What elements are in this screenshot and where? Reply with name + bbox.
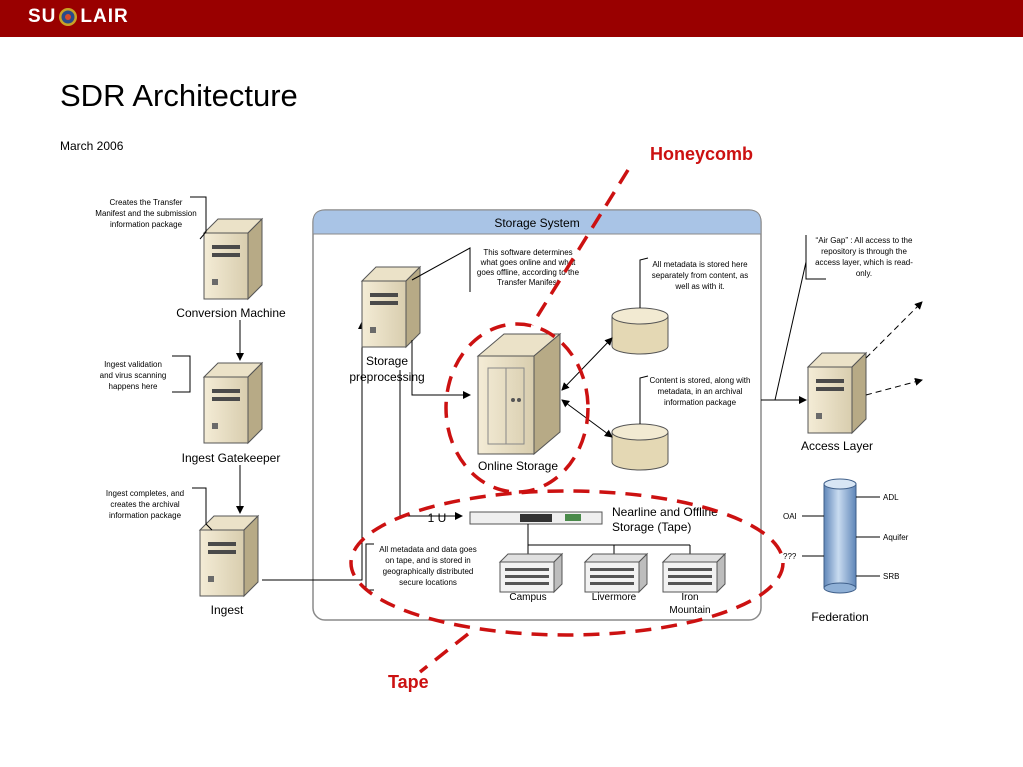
note-conversion-line-2: Manifest and the submission — [95, 209, 196, 218]
tape-pointer-line — [418, 632, 470, 674]
iron-mountain-label-2: Mountain — [669, 605, 710, 616]
livermore-rack-icon — [584, 553, 648, 593]
storage-preprocessing-label-2: preprocessing — [349, 370, 424, 384]
svg-text:happens here: happens here — [109, 382, 158, 391]
tape-library-icon — [469, 511, 603, 525]
note-metadata-line-1: All metadata is stored here — [652, 260, 748, 269]
nearline-label-2: Storage (Tape) — [612, 520, 691, 534]
svg-text:information package: information package — [110, 220, 183, 229]
note-ingest-line-1: Ingest completes, and — [106, 489, 184, 498]
honeycomb-annotation: Honeycomb — [650, 144, 753, 164]
note-gatekeeper-line-1: Ingest validation — [104, 360, 162, 369]
nearline-label-1: Nearline and Offline — [612, 505, 718, 519]
svg-text:creates the archival: creates the archival — [110, 500, 180, 509]
page-title: SDR Architecture — [60, 78, 298, 113]
note-airgap-line-2: repository is through the — [821, 247, 907, 256]
note-conversion-line-3: information package — [110, 220, 183, 229]
note-tape-line-2: on tape, and is stored in — [385, 556, 470, 565]
svg-text:Ingest completes, and: Ingest completes, and — [106, 489, 184, 498]
note-ingest-line-3: information package — [109, 511, 182, 520]
note-airgap-line-1: “Air Gap” : All access to the — [816, 236, 913, 245]
ingest-gatekeeper-server-icon — [203, 362, 263, 444]
adl-label: ADL — [883, 493, 899, 502]
logo-text-right: LAIR — [80, 6, 129, 27]
campus-rack-icon — [499, 553, 563, 593]
federation-label: Federation — [811, 610, 868, 624]
honeycomb-ellipse — [444, 322, 590, 494]
sulair-logo[interactable]: SU LAIR — [28, 6, 129, 28]
federation-pipe-icon — [823, 478, 857, 594]
aquifer-label: Aquifer — [883, 533, 909, 542]
note-metadata-line-3: well as with it. — [674, 282, 724, 291]
note-tape-line-3: geographically distributed — [383, 567, 474, 576]
note-software-line-2: what goes online and what — [480, 258, 577, 267]
ingest-gatekeeper-label: Ingest Gatekeeper — [182, 451, 281, 465]
online-storage-cabinet-icon — [476, 332, 562, 456]
note-gatekeeper-line-3: happens here — [109, 382, 158, 391]
svg-text:Manifest and the submission: Manifest and the submission — [95, 209, 196, 218]
stanford-seal-icon — [59, 8, 78, 26]
svg-text:and virus scanning: and virus scanning — [100, 371, 167, 380]
note-tape-line-4: secure locations — [399, 578, 457, 587]
note-metadata-line-2: separately from content, as — [652, 271, 749, 280]
note-content-line-2: metadata, in an archival — [658, 387, 743, 396]
note-content-line-1: Content is stored, along with — [650, 376, 751, 385]
tape-annotation: Tape — [388, 672, 429, 692]
note-tape-line-1: All metadata and data goes — [379, 545, 476, 554]
ingest-server-icon — [199, 515, 259, 597]
note-software-line-1: This software determines — [483, 248, 572, 257]
iron-mountain-rack-icon — [662, 553, 726, 593]
header-bar: SU LAIR — [0, 0, 1023, 37]
unknown-label: ??? — [783, 552, 797, 561]
content-disk-icon — [611, 423, 669, 471]
svg-text:information package: information package — [109, 511, 182, 520]
svg-text:Creates the Transfer: Creates the Transfer — [110, 198, 183, 207]
campus-label: Campus — [509, 592, 546, 603]
access-layer-label: Access Layer — [801, 439, 873, 453]
online-storage-label: Online Storage — [478, 459, 558, 473]
storage-preprocessing-server-icon — [361, 266, 421, 348]
access-layer-server-icon — [807, 352, 867, 434]
note-airgap-line-3: access layer, which is read- — [815, 258, 913, 267]
storage-system-label: Storage System — [494, 216, 579, 230]
svg-text:Ingest validation: Ingest validation — [104, 360, 162, 369]
note-gatekeeper-line-2: and virus scanning — [100, 371, 167, 380]
page-date: March 2006 — [60, 139, 124, 153]
conversion-machine-label: Conversion Machine — [176, 306, 286, 320]
note-airgap-line-4: only. — [856, 269, 872, 278]
livermore-label: Livermore — [592, 592, 637, 603]
note-content-line-3: information package — [664, 398, 737, 407]
one-u-label: 1 U — [428, 511, 447, 525]
note-conversion-line-1: Creates the Transfer — [110, 198, 183, 207]
ingest-label: Ingest — [211, 603, 244, 617]
metadata-disk-icon — [611, 307, 669, 355]
tape-ellipse — [349, 489, 785, 637]
note-ingest-line-2: creates the archival — [110, 500, 180, 509]
conversion-machine-server-icon — [203, 218, 263, 300]
logo-text-left: SU — [28, 6, 57, 27]
note-software-line-3: goes offline, according to the — [477, 268, 580, 277]
iron-mountain-label-1: Iron — [681, 592, 698, 603]
storage-preprocessing-label-1: Storage — [366, 354, 408, 368]
srb-label: SRB — [883, 572, 899, 581]
note-software-line-4: Transfer Manifest — [497, 278, 560, 287]
oai-label: OAI — [783, 512, 797, 521]
honeycomb-pointer-line — [530, 169, 630, 326]
